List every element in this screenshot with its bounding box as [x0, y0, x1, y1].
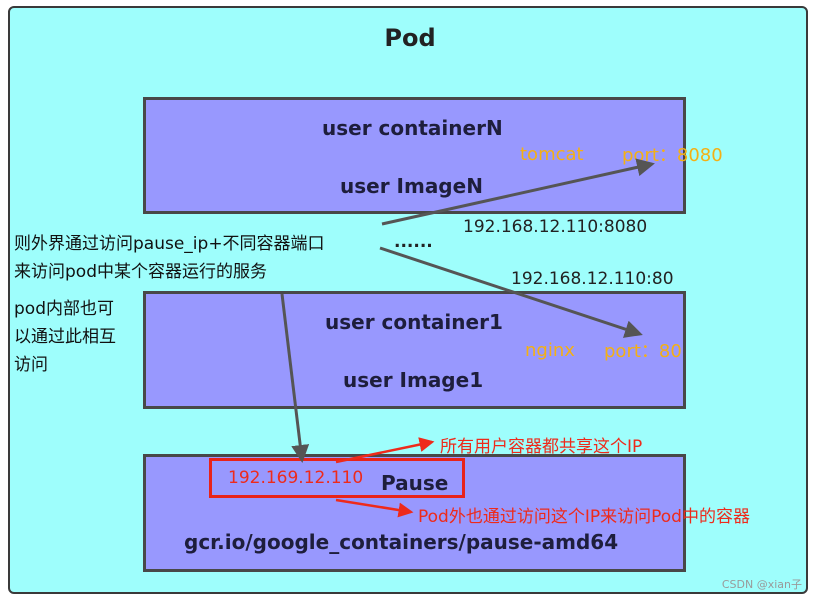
- container-ellipsis: ......: [394, 232, 433, 252]
- external-note-line-2: 来访问pod中某个容器运行的服务: [14, 262, 267, 282]
- pause-image-label: gcr.io/google_containers/pause-amd64: [184, 530, 619, 554]
- external-access-annotation: Pod外也通过访问这个IP来访问Pod中的容器: [418, 507, 750, 527]
- nginx-address: 192.168.12.110:80: [511, 269, 674, 289]
- pause-container-box: [143, 454, 686, 572]
- arrow-to-nginx-port: [379, 246, 643, 338]
- arrow-to-pause-ip: [280, 293, 310, 463]
- nginx-label: nginx: [525, 340, 575, 361]
- nginx-port-label: port：80: [604, 341, 682, 362]
- user-container-1-box: [143, 291, 686, 409]
- user-container-n-name: user containerN: [322, 116, 503, 140]
- tomcat-label: tomcat: [520, 144, 584, 165]
- internal-note-line-2: 以通过此相互: [14, 327, 116, 347]
- pause-ip: 192.169.12.110: [228, 468, 364, 488]
- internal-access-note: pod内部也可 以通过此相互 访问: [14, 295, 116, 379]
- user-image-1-label: user Image1: [343, 368, 484, 392]
- red-arrow-shared-ip: [335, 437, 435, 464]
- pause-container-name: Pause: [381, 471, 449, 495]
- user-container-n-box: [143, 97, 686, 214]
- pod-title: Pod: [384, 24, 436, 52]
- red-arrow-external-access: [335, 498, 414, 518]
- internal-note-line-1: pod内部也可: [14, 299, 114, 319]
- external-note-line-1: 则外界通过访问pause_ip+不同容器端口: [14, 234, 325, 254]
- internal-note-line-3: 访问: [14, 355, 48, 375]
- arrow-to-tomcat-port: [381, 158, 655, 226]
- user-image-n-label: user ImageN: [340, 174, 483, 198]
- pause-ip-highlight: [209, 458, 465, 498]
- shared-ip-annotation: 所有用户容器都共享这个IP: [440, 437, 643, 457]
- external-access-note: 则外界通过访问pause_ip+不同容器端口 来访问pod中某个容器运行的服务: [14, 230, 325, 286]
- tomcat-address: 192.168.12.110:8080: [463, 217, 648, 237]
- csdn-watermark: CSDN @xian子: [721, 578, 802, 591]
- user-container-1-name: user container1: [325, 310, 503, 334]
